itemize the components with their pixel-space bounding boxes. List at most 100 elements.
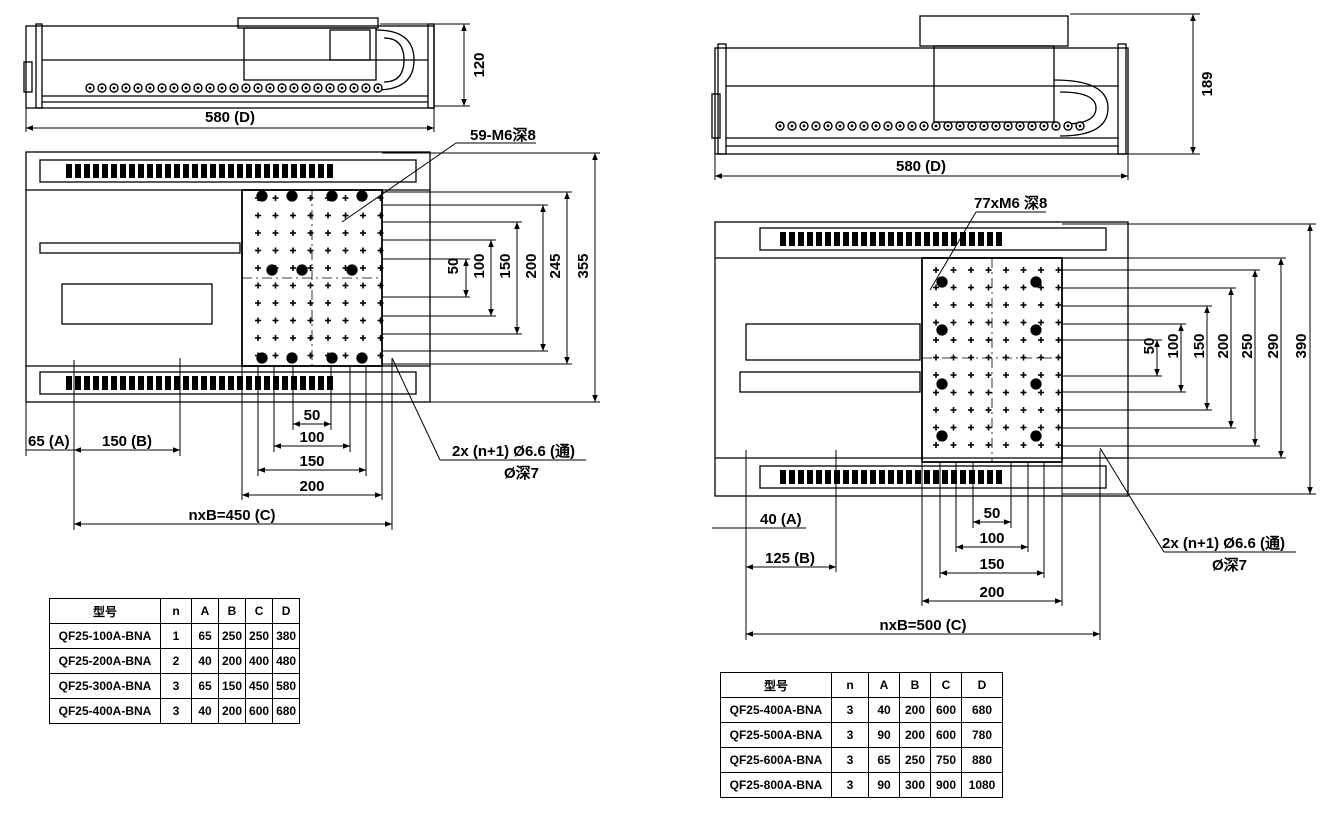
right-top-dims [712, 211, 1316, 640]
value-cell: 3 [160, 698, 192, 724]
hdim-150: 150 [979, 556, 1004, 573]
value-cell: 200 [899, 722, 931, 748]
hdim-200: 200 [979, 584, 1004, 601]
dim-355: 355 [575, 253, 592, 278]
dim-290: 290 [1265, 333, 1282, 358]
value-cell: 90 [868, 772, 900, 798]
value-cell: 40 [868, 697, 900, 723]
col-header-b: B [217, 598, 247, 624]
col-header-c: C [245, 598, 274, 624]
dim-100: 100 [471, 253, 488, 278]
value-cell: 1080 [961, 772, 1003, 798]
left-top-dims [25, 142, 600, 530]
dim-245: 245 [547, 253, 564, 278]
model-cell: QF25-100A-BNA [49, 623, 161, 649]
b-label: 125 (B) [765, 550, 815, 567]
col-header-n: n [831, 672, 869, 698]
dim-50: 50 [1141, 338, 1158, 355]
col-header-model: 型号 [720, 672, 832, 698]
table-header-row: 型号 n A B C D [49, 598, 301, 624]
value-cell: 1 [160, 623, 192, 649]
left-hole-callout: 59-M6深8 [470, 126, 536, 144]
value-cell: 250 [899, 747, 931, 773]
a-label: 65 (A) [28, 433, 70, 450]
left-side-view [23, 17, 435, 109]
hdim-150: 150 [299, 453, 324, 470]
model-cell: QF25-300A-BNA [49, 673, 161, 699]
value-cell: 3 [831, 697, 869, 723]
a-label: 40 (A) [760, 511, 802, 528]
mounting-holes [933, 267, 1062, 448]
right-hole-callout: 77xM6 深8 [974, 194, 1047, 212]
cable-chain-top [780, 232, 1002, 246]
c-label: nxB=500 (C) [879, 617, 966, 634]
dim-200: 200 [1215, 333, 1232, 358]
value-cell: 40 [191, 698, 219, 724]
value-cell: 780 [961, 722, 1003, 748]
value-cell: 300 [899, 772, 931, 798]
cable-chain [85, 83, 383, 93]
hdim-100: 100 [979, 530, 1004, 547]
model-cell: QF25-600A-BNA [720, 747, 832, 773]
dim-100: 100 [1165, 333, 1182, 358]
value-cell: 65 [191, 673, 219, 699]
col-header-c: C [930, 672, 962, 698]
dim-150: 150 [1191, 333, 1208, 358]
col-header-d: D [961, 672, 1003, 698]
side-height-label: 189 [1199, 71, 1216, 96]
value-cell: 600 [930, 722, 962, 748]
side-height-label: 120 [471, 52, 488, 77]
cable-chain-top [66, 164, 333, 178]
dim-50: 50 [445, 258, 462, 275]
right-top-view [714, 221, 1129, 497]
col-header-a: A [191, 598, 219, 624]
value-cell: 3 [831, 747, 869, 773]
value-cell: 250 [217, 623, 247, 649]
dim-150: 150 [497, 253, 514, 278]
through-hole-callout: 2x (n+1) Ø6.6 (通) [1162, 535, 1285, 552]
model-cell: QF25-400A-BNA [49, 698, 161, 724]
value-cell: 750 [930, 747, 962, 773]
value-cell: 880 [961, 747, 1003, 773]
model-cell: QF25-500A-BNA [720, 722, 832, 748]
side-length-label: 580 (D) [896, 158, 946, 175]
value-cell: 3 [831, 772, 869, 798]
value-cell: 3 [160, 673, 192, 699]
value-cell: 380 [272, 623, 301, 649]
value-cell: 600 [245, 698, 274, 724]
value-cell: 250 [245, 623, 274, 649]
hdim-100: 100 [299, 429, 324, 446]
col-header-n: n [160, 598, 192, 624]
value-cell: 580 [272, 673, 301, 699]
value-cell: 900 [930, 772, 962, 798]
left-side-dims [25, 23, 470, 132]
col-header-model: 型号 [49, 598, 161, 624]
cable-chain [775, 121, 1085, 131]
hdim-50: 50 [304, 407, 321, 424]
mounting-holes [255, 190, 384, 364]
model-cell: QF25-400A-BNA [720, 697, 832, 723]
col-header-a: A [868, 672, 900, 698]
table-header-row: 型号 n A B C D [720, 672, 1003, 698]
c-label: nxB=450 (C) [188, 507, 275, 524]
value-cell: 40 [191, 648, 219, 674]
dim-390: 390 [1293, 333, 1310, 358]
through-hole-callout: 2x (n+1) Ø6.6 (通) [452, 443, 575, 460]
value-cell: 90 [868, 722, 900, 748]
cable-chain-bottom [780, 470, 1002, 484]
value-cell: 3 [831, 722, 869, 748]
hdim-50: 50 [984, 505, 1001, 522]
value-cell: 65 [868, 747, 900, 773]
